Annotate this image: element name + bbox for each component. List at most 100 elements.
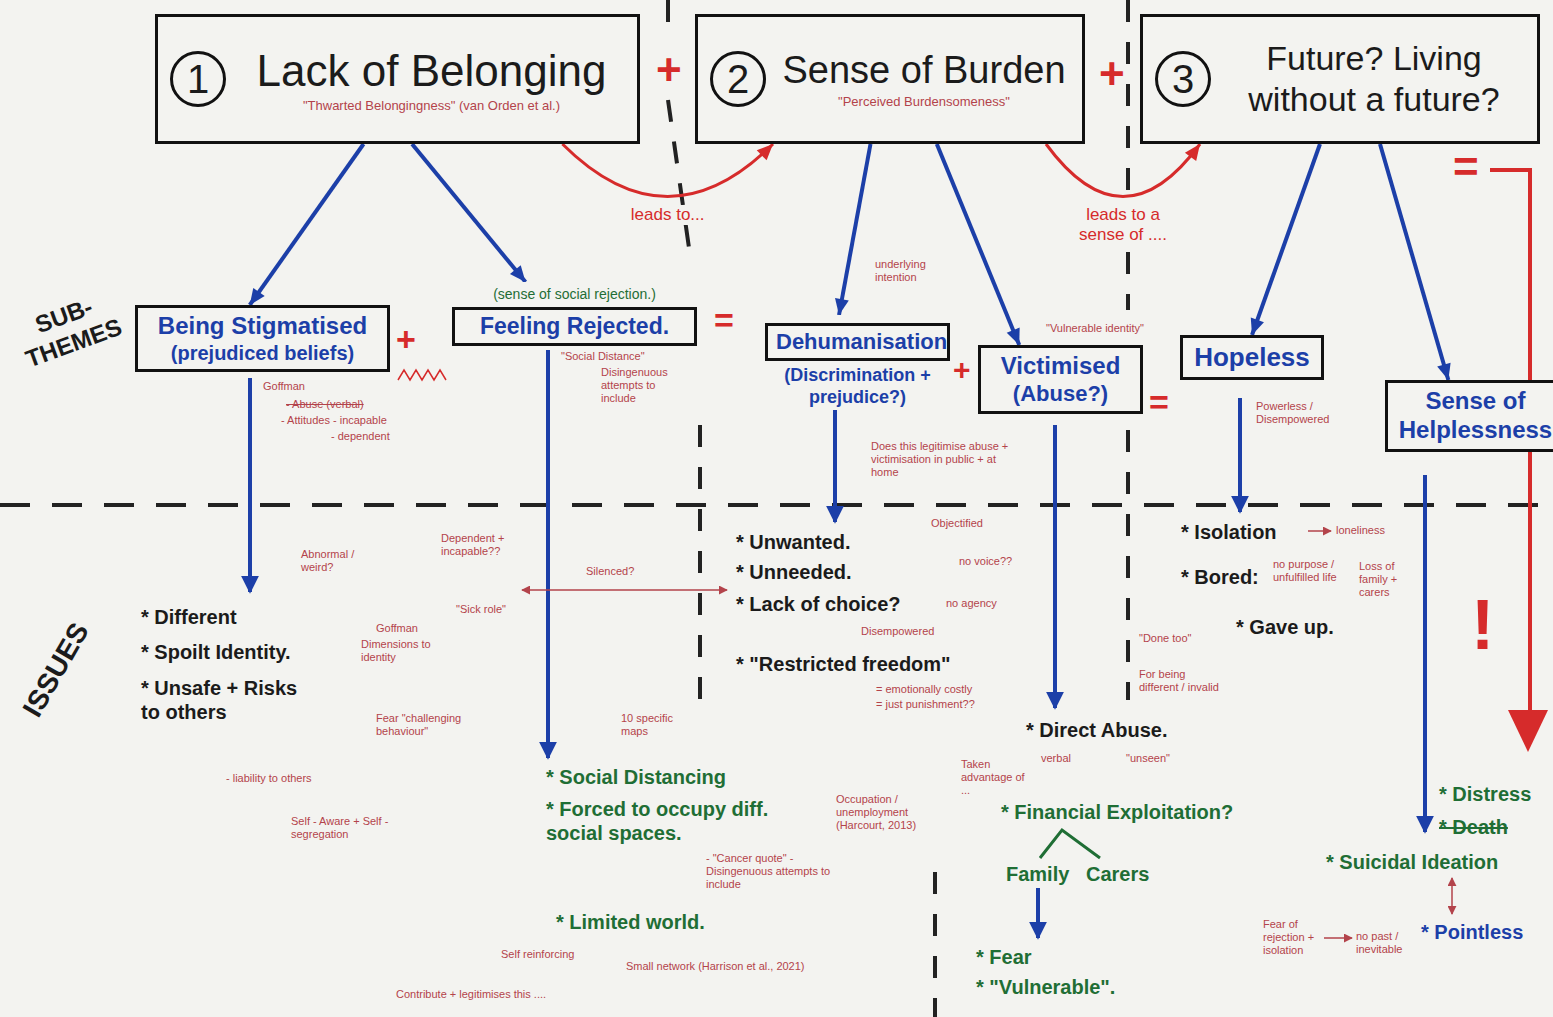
theme-subtitle: "Perceived Burdensomeness" [778, 94, 1070, 110]
annotation: Disempowered [860, 625, 935, 638]
connector [1380, 144, 1451, 380]
operator-sign: + [952, 355, 972, 385]
annotation: verbal [1040, 752, 1072, 765]
emphasis-mark: ! [1470, 590, 1495, 660]
subtheme-title: Dehumanisation [765, 323, 950, 361]
annotation: - Attitudes - incapable [280, 414, 388, 427]
annotation: Self reinforcing [500, 948, 575, 961]
annotation: For being different / invalid [1138, 668, 1225, 694]
connector-label: leads to a sense of .... [1067, 205, 1179, 246]
connector [835, 144, 870, 315]
split-lines [1040, 830, 1100, 858]
annotation: Fear "challenging behaviour" [375, 712, 472, 738]
connector-line [1252, 144, 1320, 335]
subtheme-title: Hopeless [1191, 342, 1313, 373]
issue-item: Family [1005, 862, 1070, 886]
section-label: SUB- THEMES [7, 284, 132, 376]
arrowhead [835, 298, 849, 315]
issue-arrow [833, 410, 837, 522]
annotation: underlying intention [874, 258, 946, 284]
annotation: Dependent + incapable?? [440, 532, 514, 558]
arrowhead [1251, 318, 1264, 335]
theme-box: 1Lack of Belonging"Thwarted Belongingnes… [155, 14, 640, 144]
subtheme-title: Victimised [989, 352, 1132, 381]
arrowhead [757, 144, 773, 160]
annotation: - liability to others [225, 772, 313, 785]
subtheme-title: Feeling Rejected. [452, 307, 697, 347]
issue-item: * "Vulnerable". [975, 975, 1116, 999]
subtheme-box: Being Stigmatised(prejudiced beliefs) [135, 305, 390, 372]
issue-item: * Suicidal Ideation [1325, 850, 1499, 874]
annotation: no purpose / unfulfilled life [1272, 558, 1352, 584]
issue-item: * Gave up. [1235, 615, 1335, 639]
annotation: no past / inevitable [1355, 930, 1417, 956]
annotation: Silenced? [585, 565, 635, 578]
operator-sign: = [1148, 385, 1170, 419]
connector [562, 144, 773, 197]
annotation: Small network (Harrison et al., 2021) [625, 960, 806, 973]
annotation: 10 specific maps [620, 712, 682, 738]
annotation: - Abuse (verbal) [285, 398, 365, 411]
issue-item: * Unsafe + Risks to others [140, 676, 312, 724]
theme-number: 1 [170, 51, 226, 107]
annotation: Powerless / Disempowered [1255, 400, 1332, 426]
annotation: "Done too" [1138, 632, 1192, 645]
issue-item: * Lack of choice? [735, 592, 902, 616]
title-column: Lack of Belonging"Thwarted Belongingness… [238, 45, 625, 113]
arrowhead [1437, 363, 1450, 380]
issue-item: * Unwanted. [735, 530, 851, 554]
issue-item: * Isolation [1180, 520, 1278, 544]
issue-item: * Distress [1438, 782, 1532, 806]
annotation: "Vulnerable identity" [1045, 322, 1145, 335]
issue-item: * Limited world. [555, 910, 706, 934]
arrowhead [510, 265, 526, 282]
issue-item: * Different [140, 605, 238, 629]
arrowhead [250, 288, 265, 305]
issue-item: * Social Distancing [545, 765, 727, 789]
operator-sign: + [395, 322, 417, 356]
theme-title: Future? Living without a future? [1223, 38, 1525, 120]
annotation: Contribute + legitimises this .... [395, 988, 547, 1001]
subtheme-box: Hopeless [1180, 335, 1324, 380]
subtheme-title: Being Stigmatised [146, 312, 379, 341]
operator-sign: + [655, 48, 683, 92]
connector-line [1046, 144, 1200, 197]
operator-sign: + [1098, 52, 1126, 96]
connector [250, 144, 364, 305]
leader-line [1308, 530, 1331, 532]
subtheme-group: Dehumanisation(Discrimination + prejudic… [765, 315, 950, 409]
annotation: Occupation / unemployment (Harcourt, 201… [835, 793, 932, 833]
leader-line [1324, 937, 1352, 939]
theme-number: 3 [1155, 51, 1211, 107]
issue-arrow [546, 346, 550, 758]
annotation: Self - Aware + Self - segregation [290, 815, 402, 841]
subtheme-note: (Abuse?) [989, 381, 1132, 407]
issue-item: * Death [1438, 815, 1509, 839]
theme-title: Sense of Burden [778, 48, 1070, 94]
theme-box: 2Sense of Burden"Perceived Burdensomenes… [695, 14, 1085, 144]
connector-label: leads to... [622, 205, 714, 225]
issue-arrow [1053, 425, 1057, 708]
connector-line [1380, 144, 1448, 380]
annotation: no voice?? [958, 555, 1013, 568]
annotation: Does this legitimise abuse + victimisati… [870, 440, 1022, 480]
section-divider [0, 503, 1553, 507]
theme-subtitle: "Thwarted Belongingness" (van Orden et a… [238, 98, 625, 114]
issue-arrow [1423, 475, 1427, 832]
connector-line [250, 144, 364, 305]
subtheme-heading: (sense of social rejection.) [452, 286, 697, 303]
annotation: Dimensions to identity [360, 638, 442, 664]
subtheme-note: (prejudiced beliefs) [146, 341, 379, 365]
theme-title: Lack of Belonging [238, 45, 625, 98]
annotation: - dependent [330, 430, 391, 443]
issue-item: * Financial Exploitation? [1000, 800, 1234, 824]
connector-line [412, 144, 525, 282]
annotation: "unseen" [1125, 752, 1171, 765]
annotation: = just punishment?? [875, 698, 976, 711]
issue-item: * Forced to occupy diff. social spaces. [545, 797, 822, 845]
annotation: - "Cancer quote" - Disingenuous attempts… [705, 852, 832, 892]
subtheme-box: Victimised(Abuse?) [978, 345, 1143, 414]
annotation: Abnormal / weird? [300, 548, 362, 574]
title-column: Future? Living without a future? [1223, 38, 1525, 120]
